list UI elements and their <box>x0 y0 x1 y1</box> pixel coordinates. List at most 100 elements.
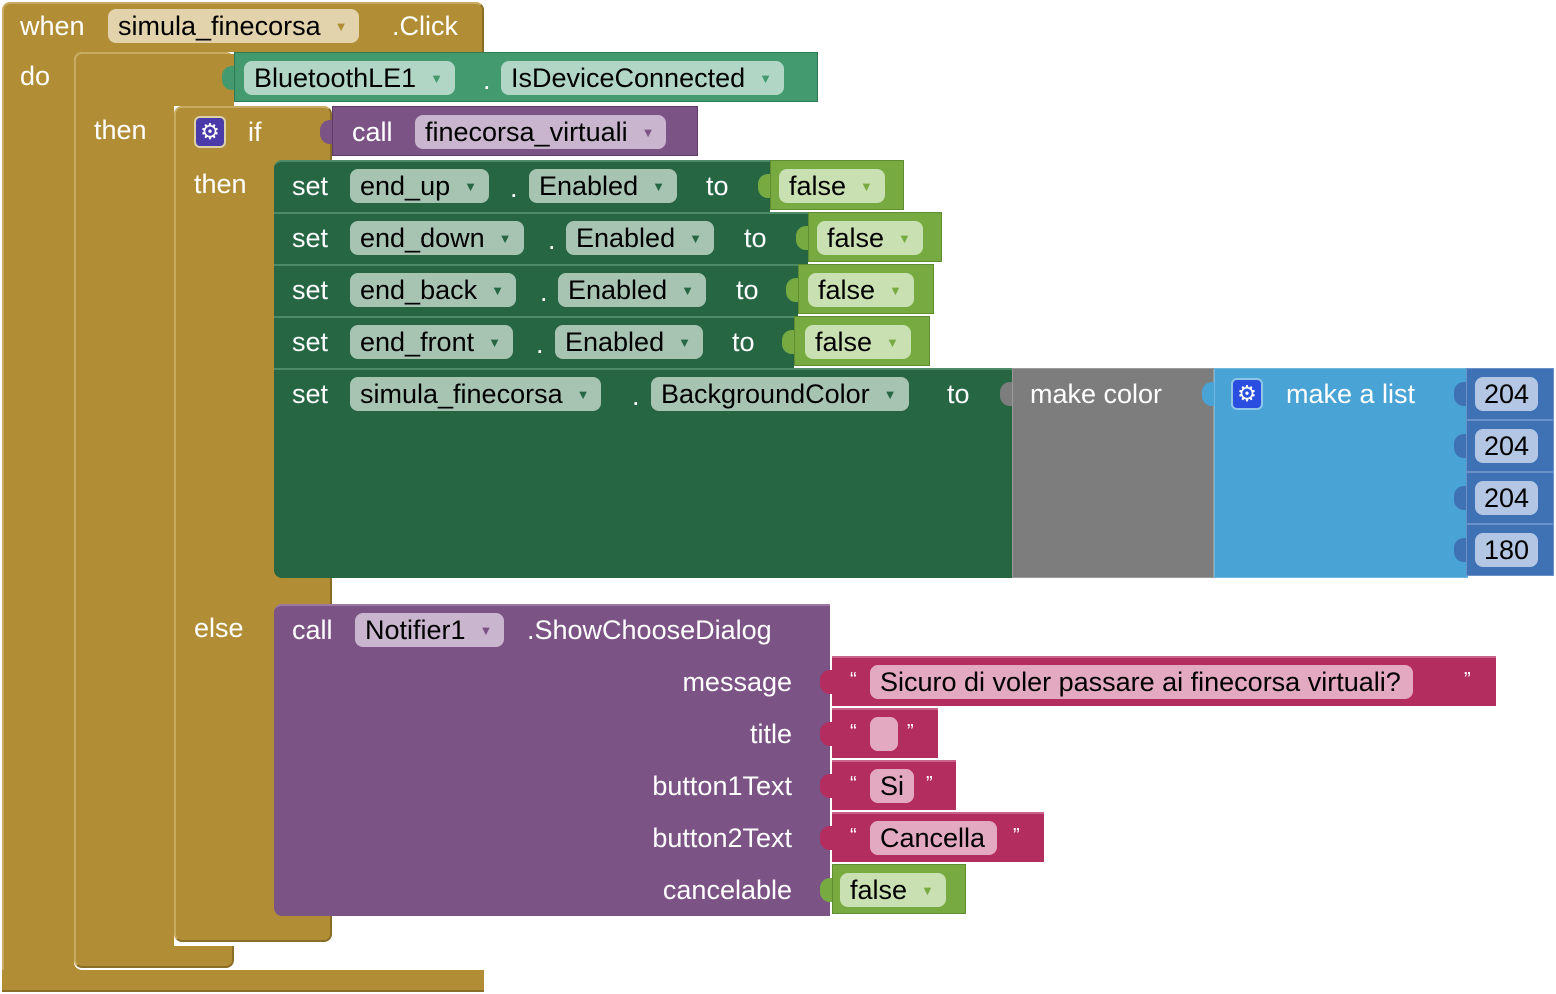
text-plug <box>820 826 832 850</box>
setter-property-dropdown[interactable]: Enabled ▼ <box>555 325 703 359</box>
property-dot: . <box>483 65 491 95</box>
param-label-cancelable: cancelable <box>662 875 792 905</box>
to-keyword: to <box>736 275 759 305</box>
boolean-value: false <box>815 327 873 357</box>
setter-component-dropdown[interactable]: end_back▼ <box>350 273 516 307</box>
boolean-dropdown[interactable]: false▼ <box>840 873 946 907</box>
setter-component-name: simula_finecorsa <box>360 379 563 409</box>
dropdown-arrow-icon: ▼ <box>883 387 897 402</box>
procedure-call-keyword: call <box>352 117 393 147</box>
setter-component-dropdown[interactable]: end_up▼ <box>350 169 489 203</box>
boolean-dropdown[interactable]: false▼ <box>808 273 914 307</box>
text-plug <box>820 774 832 798</box>
dropdown-arrow-icon: ▼ <box>576 387 590 402</box>
boolean-plug <box>796 226 808 250</box>
setter-property-name: Enabled <box>565 327 665 357</box>
bluetooth-component-dropdown[interactable]: BluetoothLE1▼ <box>244 61 456 95</box>
setter-block-0[interactable] <box>274 160 770 212</box>
make-list-block[interactable] <box>1214 368 1468 578</box>
inner-else-keyword: else <box>194 613 244 643</box>
dropdown-arrow-icon: ▼ <box>678 335 691 350</box>
boolean-dropdown[interactable]: false ▼ <box>817 221 923 255</box>
bluetooth-property-dropdown[interactable]: IsDeviceConnected▼ <box>501 61 785 95</box>
close-quote-icon: ” <box>907 721 914 743</box>
param-label-message: message <box>682 667 792 697</box>
condition-plug <box>222 66 234 90</box>
property-dot: . <box>632 381 640 411</box>
boolean-plug <box>782 330 794 354</box>
notifier-component-name: Notifier1 <box>365 615 466 645</box>
setter-component-dropdown[interactable]: end_front▼ <box>350 325 513 359</box>
dropdown-arrow-icon: ▼ <box>681 283 694 298</box>
dropdown-arrow-icon: ▼ <box>464 179 477 194</box>
number-field[interactable]: 180 <box>1475 533 1539 567</box>
setter-component-dropdown[interactable]: simula_finecorsa ▼ <box>350 377 602 411</box>
text-field-button1[interactable]: Si <box>870 769 915 803</box>
dropdown-arrow-icon: ▼ <box>479 623 493 638</box>
number-field[interactable]: 204 <box>1475 377 1539 411</box>
setter-property-name: BackgroundColor <box>661 379 870 409</box>
setter-property-dropdown[interactable]: BackgroundColor ▼ <box>651 377 909 411</box>
event-component-dropdown[interactable]: simula_finecorsa ▼ <box>108 9 360 43</box>
boolean-value: false <box>818 275 876 305</box>
dropdown-arrow-icon: ▼ <box>641 125 655 140</box>
dialog-method-name: .ShowChooseDialog <box>527 615 772 645</box>
boolean-value: false <box>827 223 885 253</box>
outer-if-header-ext <box>76 54 234 106</box>
set-keyword: set <box>292 171 329 201</box>
inner-then-keyword: then <box>194 169 247 199</box>
make-list-mutator-gear-icon[interactable]: ⚙ <box>1231 378 1263 410</box>
procedure-name: finecorsa_virtuali <box>425 117 628 147</box>
inner-if-mutator-gear-icon[interactable]: ⚙ <box>194 116 226 148</box>
setter-block-3[interactable] <box>274 316 794 368</box>
boolean-dropdown[interactable]: false▼ <box>779 169 885 203</box>
dropdown-arrow-icon: ▼ <box>488 335 501 350</box>
open-quote-icon: “ <box>850 773 857 795</box>
close-quote-icon: ” <box>926 773 933 795</box>
text-plug <box>820 670 832 694</box>
close-quote-icon: ” <box>1464 669 1471 691</box>
text-field-title[interactable] <box>870 717 898 751</box>
boolean-dropdown[interactable]: false ▼ <box>805 325 911 359</box>
open-quote-icon: “ <box>850 825 857 847</box>
close-quote-icon: ” <box>1013 825 1020 847</box>
number-value: 204 <box>1484 483 1530 513</box>
make-color-plug <box>1000 382 1012 406</box>
show-choose-dialog-block[interactable] <box>274 604 830 916</box>
bluetooth-property-name: IsDeviceConnected <box>511 63 746 93</box>
event-name: .Click <box>392 11 458 41</box>
setter-property-dropdown[interactable]: Enabled▼ <box>566 221 714 255</box>
number-field[interactable]: 204 <box>1475 481 1539 515</box>
number-plug <box>1454 486 1466 510</box>
number-value: 204 <box>1484 431 1530 461</box>
number-plug <box>1454 538 1466 562</box>
do-keyword: do <box>20 61 51 91</box>
to-keyword: to <box>706 171 729 201</box>
dropdown-arrow-icon: ▼ <box>334 19 348 34</box>
boolean-value: false <box>850 875 908 905</box>
text-value: Sicuro di voler passare ai finecorsa vir… <box>880 667 1401 697</box>
procedure-name-dropdown[interactable]: finecorsa_virtuali ▼ <box>415 115 667 149</box>
setter-property-dropdown[interactable]: Enabled▼ <box>529 169 677 203</box>
dropdown-arrow-icon: ▼ <box>886 335 899 350</box>
set-keyword: set <box>292 327 329 357</box>
number-value: 204 <box>1484 379 1530 409</box>
procedure-plug <box>320 120 332 144</box>
text-field-button2[interactable]: Cancella <box>870 821 998 855</box>
to-keyword: to <box>744 223 767 253</box>
event-block-bottom-bar <box>2 970 484 992</box>
text-value: Cancella <box>880 823 986 853</box>
setter-property-dropdown[interactable]: Enabled▼ <box>558 273 706 307</box>
text-field-message[interactable]: Sicuro di voler passare ai finecorsa vir… <box>870 665 1413 699</box>
make-color-block[interactable] <box>1012 368 1214 578</box>
number-field[interactable]: 204 <box>1475 429 1539 463</box>
set-keyword: set <box>292 223 329 253</box>
dropdown-arrow-icon: ▼ <box>898 231 911 246</box>
setter-component-dropdown[interactable]: end_down▼ <box>350 221 524 255</box>
open-quote-icon: “ <box>850 721 857 743</box>
setter-component-name: end_back <box>360 275 478 305</box>
event-component-name: simula_finecorsa <box>118 11 321 41</box>
notifier-component-dropdown[interactable]: Notifier1 ▼ <box>355 613 505 647</box>
dropdown-arrow-icon: ▼ <box>498 231 512 246</box>
when-keyword: when <box>20 11 85 41</box>
